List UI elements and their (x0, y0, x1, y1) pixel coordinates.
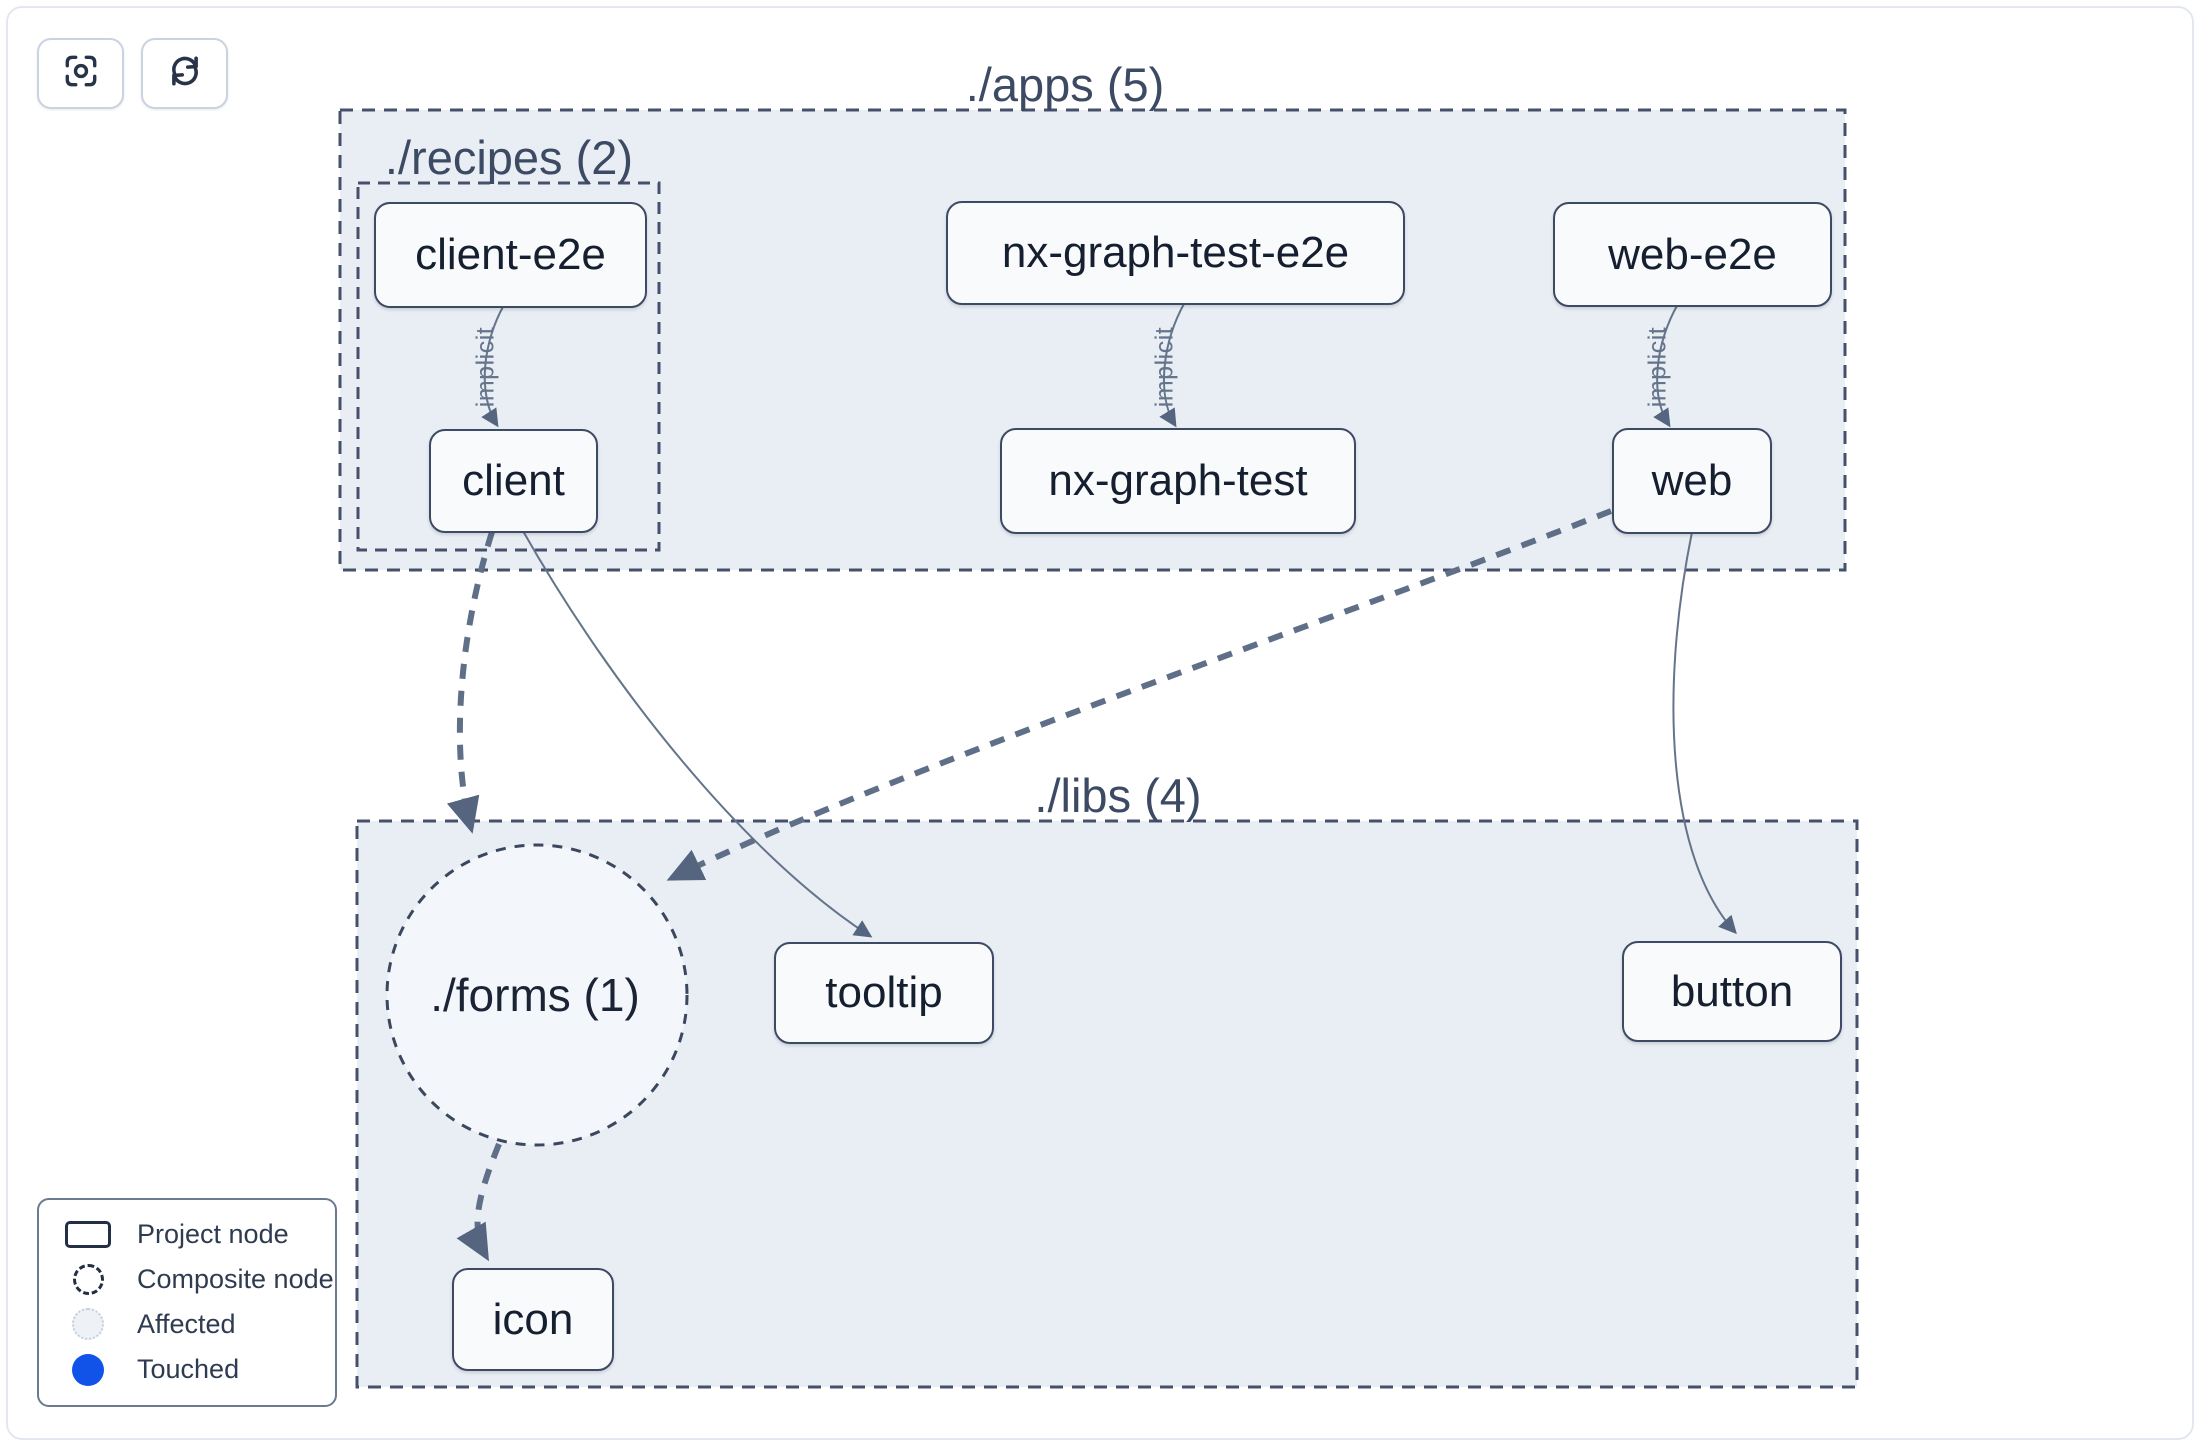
project-node-symbol (39, 1221, 137, 1249)
node-nx-graph-test[interactable]: nx-graph-test (1000, 428, 1356, 534)
node-client-e2e[interactable]: client-e2e (374, 202, 647, 308)
node-nx-graph-test-e2e[interactable]: nx-graph-test-e2e (946, 201, 1405, 305)
legend-label: Composite node (137, 1263, 334, 1294)
legend-item-affected: Affected (39, 1308, 335, 1341)
forms-composite-node-label: ./forms (1) (430, 969, 640, 1021)
forms-composite-node-circle[interactable] (385, 843, 689, 1147)
implicit-edge-label: implicit (471, 326, 500, 408)
focus-crosshair-icon (62, 52, 100, 95)
touched-symbol (39, 1353, 137, 1386)
node-label: client (462, 456, 565, 505)
implicit-edge-label: implicit (1150, 326, 1179, 408)
edge-web-e2e-to-web[interactable] (1653, 303, 1679, 428)
recipes-cluster (356, 181, 661, 552)
focus-button[interactable] (37, 38, 124, 109)
node-label: nx-graph-test (1048, 456, 1308, 505)
node-label: icon (492, 1294, 574, 1344)
refresh-icon (165, 51, 205, 96)
node-label: button (1670, 966, 1794, 1016)
node-label: web-e2e (1608, 229, 1777, 279)
edge-client-e2e-to-client[interactable] (481, 304, 505, 428)
edge-nx-graph-test-e2e-to-nx-graph-test[interactable] (1159, 301, 1186, 428)
node-client[interactable]: client (429, 429, 598, 533)
legend-item-composite-node: Composite node (39, 1263, 335, 1295)
composite-node-symbol (39, 1263, 137, 1295)
legend: Project node Composite node Affected Tou… (37, 1198, 337, 1407)
node-web-e2e[interactable]: web-e2e (1553, 202, 1832, 307)
edge-client-to-forms[interactable] (446, 531, 495, 834)
edge-client-to-tooltip[interactable] (522, 530, 873, 938)
apps-cluster-title: ./apps (5) (965, 58, 1165, 111)
graph-toolbar (37, 38, 228, 109)
node-label: web (1651, 456, 1733, 505)
refresh-button[interactable] (141, 38, 228, 109)
legend-label: Project node (137, 1219, 289, 1250)
legend-item-project-node: Project node (39, 1219, 335, 1250)
node-tooltip[interactable]: tooltip (774, 942, 994, 1044)
node-label: nx-graph-test-e2e (1001, 228, 1350, 277)
node-icon[interactable]: icon (452, 1268, 614, 1371)
node-label: tooltip (825, 968, 943, 1017)
node-button[interactable]: button (1622, 941, 1842, 1042)
node-label: client-e2e (415, 230, 606, 279)
recipes-cluster-title: ./recipes (2) (384, 131, 634, 184)
edge-web-to-button[interactable] (1672, 531, 1737, 935)
implicit-edge-label: implicit (1643, 326, 1672, 408)
edge-forms-to-icon[interactable] (456, 1142, 502, 1262)
legend-label: Affected (137, 1308, 236, 1339)
affected-symbol (39, 1308, 137, 1341)
edge-web-to-forms[interactable] (666, 508, 1613, 881)
legend-label: Touched (137, 1354, 240, 1385)
libs-cluster-title: ./libs (4) (1034, 769, 1202, 822)
node-web[interactable]: web (1612, 428, 1772, 534)
legend-item-touched: Touched (39, 1353, 335, 1386)
